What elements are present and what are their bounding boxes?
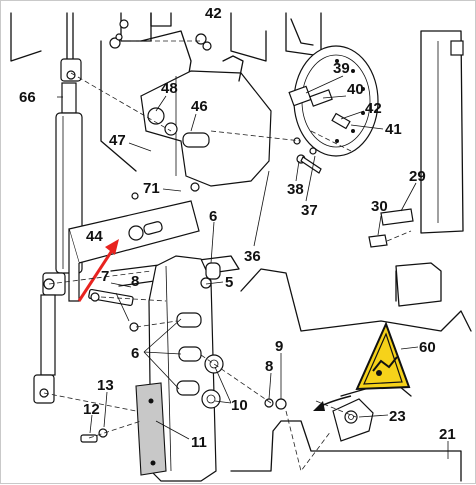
bolt-8-9 <box>264 398 287 410</box>
callout-6-mid: 6 <box>131 345 139 362</box>
callout-47: 47 <box>109 132 126 149</box>
callout-12: 12 <box>83 401 100 418</box>
callout-8-right: 8 <box>265 358 273 375</box>
warning-sign <box>355 321 411 391</box>
callout-11: 11 <box>191 434 207 451</box>
main-bracket <box>140 55 272 187</box>
callout-5: 5 <box>225 274 233 291</box>
callout-40: 40 <box>347 81 364 98</box>
callout-30: 30 <box>371 198 388 215</box>
callout-8-left: 8 <box>131 273 139 290</box>
callout-48: 48 <box>161 80 178 97</box>
callout-23: 23 <box>389 408 406 425</box>
callout-41: 41 <box>385 121 402 138</box>
callout-9: 9 <box>275 338 283 355</box>
callout-29: 29 <box>409 168 426 185</box>
gears <box>201 354 224 409</box>
callout-39: 39 <box>333 60 350 77</box>
callout-42-top: 42 <box>205 5 222 22</box>
callout-13: 13 <box>97 377 114 394</box>
callout-36: 36 <box>244 248 261 265</box>
red-indicator-arrow <box>77 239 119 302</box>
callout-46: 46 <box>191 98 208 115</box>
callout-10: 10 <box>231 397 248 414</box>
callout-7: 7 <box>101 268 109 285</box>
grey-plate <box>135 382 167 476</box>
callout-21: 21 <box>439 426 456 443</box>
callout-37: 37 <box>301 202 318 219</box>
bolt-12-13 <box>80 428 108 443</box>
pin-7 <box>88 288 139 332</box>
callout-60: 60 <box>419 339 436 356</box>
callout-42-disc: 42 <box>365 100 382 117</box>
pointer-arrow <box>313 395 352 411</box>
callout-44: 44 <box>86 228 103 245</box>
bushings <box>176 312 202 396</box>
lower-frame <box>230 30 472 482</box>
callout-6-top: 6 <box>209 208 217 225</box>
callout-labels: 42 66 48 46 47 71 44 39 40 42 41 38 37 3… <box>19 5 456 451</box>
callout-66: 66 <box>19 89 36 106</box>
callout-71: 71 <box>143 180 160 197</box>
disc-assembly <box>288 45 379 157</box>
assembly-dashed-lines <box>43 40 412 472</box>
callout-leaders <box>57 75 449 459</box>
gas-spring-assembly <box>33 12 83 404</box>
callout-38: 38 <box>287 181 304 198</box>
top-bolts <box>109 19 212 51</box>
vertical-arm <box>148 255 221 482</box>
